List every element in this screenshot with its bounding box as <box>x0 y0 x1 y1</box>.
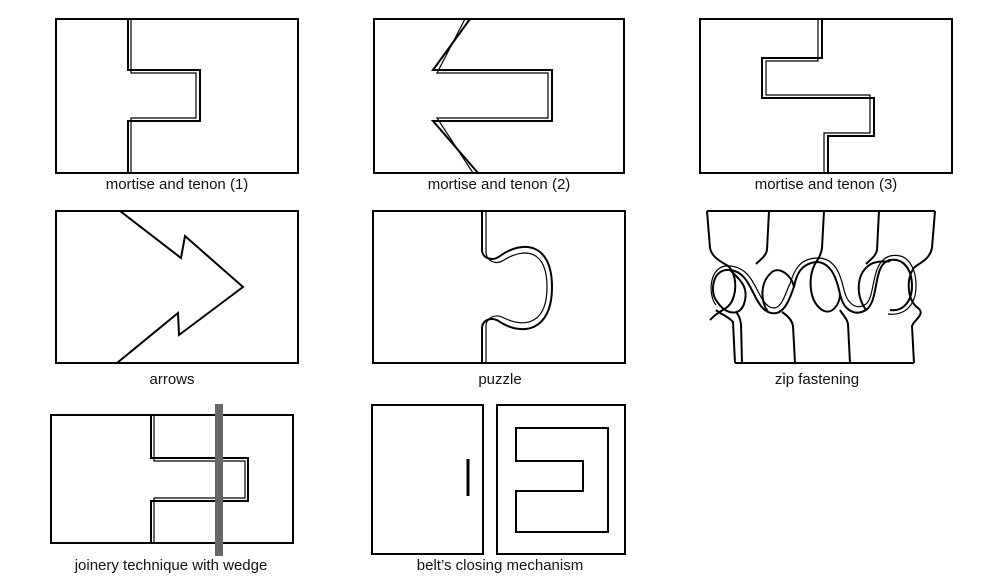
panel-zip-fastening: zip fastening <box>706 210 936 388</box>
panel-puzzle: puzzle <box>372 210 626 388</box>
caption-mortise-tenon-3: mortise and tenon (3) <box>755 176 898 193</box>
zip-top-seams <box>755 210 880 265</box>
joint-line <box>127 19 201 173</box>
panel-mortise-tenon-1: mortise and tenon (1) <box>55 18 299 193</box>
zip-tooth-3 <box>809 261 841 313</box>
caption-belt-closing: belt’s closing mechanism <box>417 557 583 574</box>
board-outline <box>373 18 625 174</box>
joint-line <box>150 415 249 543</box>
panel-joinery-wedge: joinery technique with wedge <box>50 404 294 574</box>
panel-belt-closing: belt’s closing mechanism <box>371 404 626 574</box>
zip-tooth-1 <box>715 269 747 314</box>
panel-mortise-tenon-2: mortise and tenon (2) <box>373 18 625 193</box>
zip-left-edge <box>706 210 737 364</box>
caption-joinery-wedge: joinery technique with wedge <box>74 557 268 574</box>
zip-bottom-seams <box>735 309 851 364</box>
wedge <box>215 404 223 556</box>
zip-teeth-wave-offset <box>710 254 917 315</box>
belt-buckle-piece <box>496 404 626 555</box>
joint-line-offset <box>130 19 197 173</box>
joint-line <box>761 19 875 173</box>
joint-line-offset <box>435 18 549 174</box>
panel-mortise-tenon-3: mortise and tenon (3) <box>699 18 953 193</box>
caption-arrows: arrows <box>149 371 194 388</box>
board-outline <box>55 210 299 364</box>
zip-tooth-2 <box>761 269 795 313</box>
board-outline <box>50 414 294 544</box>
caption-puzzle: puzzle <box>478 371 521 388</box>
belt-buckle-loop <box>515 427 609 533</box>
joint-line-offset <box>153 415 246 543</box>
caption-zip-fastening: zip fastening <box>775 371 859 388</box>
board-outline <box>699 18 953 174</box>
zip-teeth-wave <box>712 258 914 315</box>
belt-strap-piece <box>371 404 484 555</box>
board-outline <box>372 210 626 364</box>
caption-mortise-tenon-2: mortise and tenon (2) <box>428 176 571 193</box>
caption-mortise-tenon-1: mortise and tenon (1) <box>106 176 249 193</box>
zip-tooth-4 <box>857 259 891 311</box>
puzzle-joint-line-offset <box>485 211 548 363</box>
board-outline <box>55 18 299 174</box>
zip-board-edges <box>707 210 935 364</box>
puzzle-joint-line <box>481 211 554 363</box>
zip-right-edge <box>907 210 936 364</box>
joint-line-offset <box>765 19 871 173</box>
arrow-joint-line <box>116 210 245 364</box>
panel-arrows: arrows <box>55 210 299 388</box>
joint-line <box>430 18 553 174</box>
